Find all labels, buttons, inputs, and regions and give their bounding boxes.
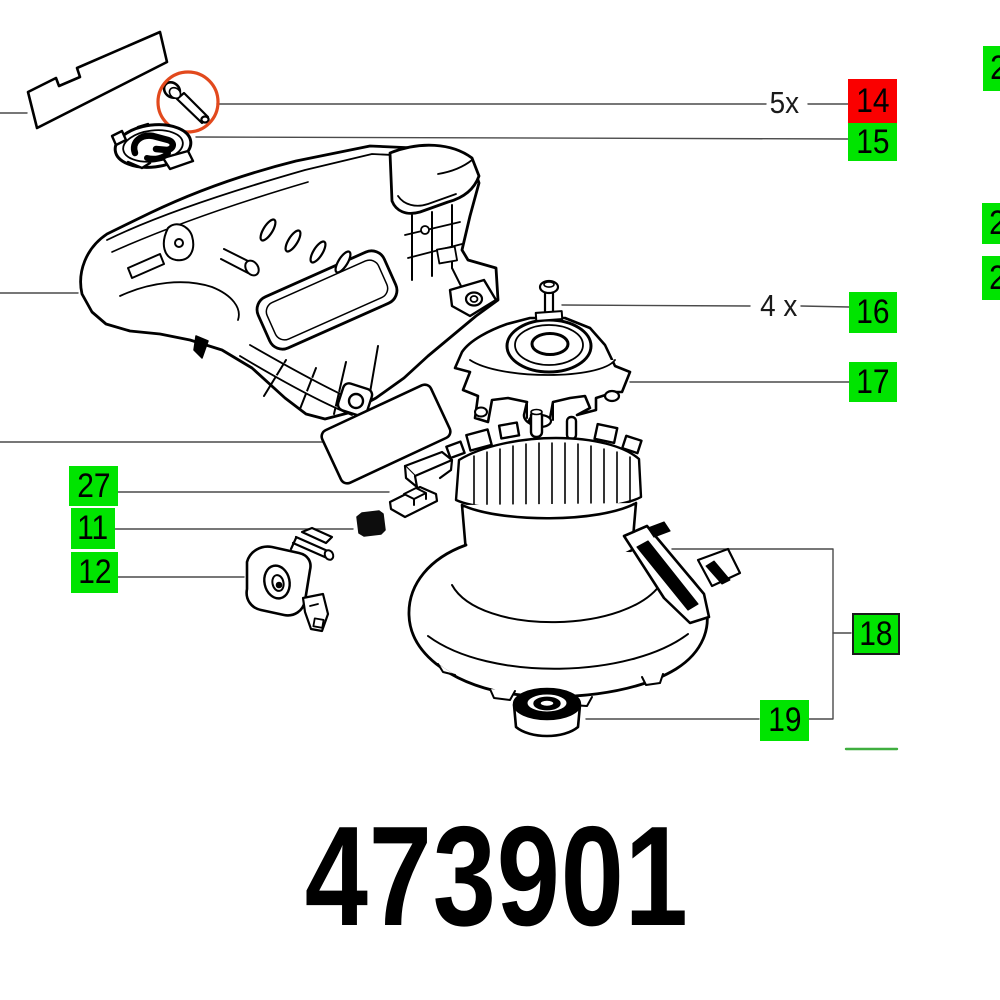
order-number: 473901 [304,797,689,956]
part-label-19[interactable]: 19 [760,700,809,741]
latch [388,485,439,519]
sticker-pad [320,383,452,485]
motor-housing [79,143,500,421]
ball-bearing [512,687,582,738]
highlight-circle [156,70,220,134]
part-label-11[interactable]: 11 [71,508,115,549]
small-screw [538,279,560,315]
part-label-partial-2[interactable]: 2 [982,203,1000,244]
part-label-12[interactable]: 12 [71,552,118,593]
motor-assembly [403,408,742,707]
leader-lines [0,103,852,720]
bearing-bracket [453,310,632,429]
pivot-bracket [245,526,335,633]
part-label-17[interactable]: 17 [849,362,897,402]
part-label-18[interactable]: 18 [852,613,900,655]
cap [110,122,195,171]
quantity-5x: 5x [769,85,799,120]
grommet [356,510,386,537]
part-label-27[interactable]: 27 [69,466,118,506]
part-label-15[interactable]: 15 [848,123,897,161]
part-label-partial-3[interactable]: 2 [982,256,1000,300]
quantity-4x: 4 x [760,288,798,323]
part-label-14[interactable]: 14 [848,79,897,123]
cover-plate [26,30,169,130]
part-label-partial-1[interactable]: 2 [983,46,1000,91]
screw-highlighted [162,81,210,125]
part-label-16[interactable]: 16 [849,292,897,333]
